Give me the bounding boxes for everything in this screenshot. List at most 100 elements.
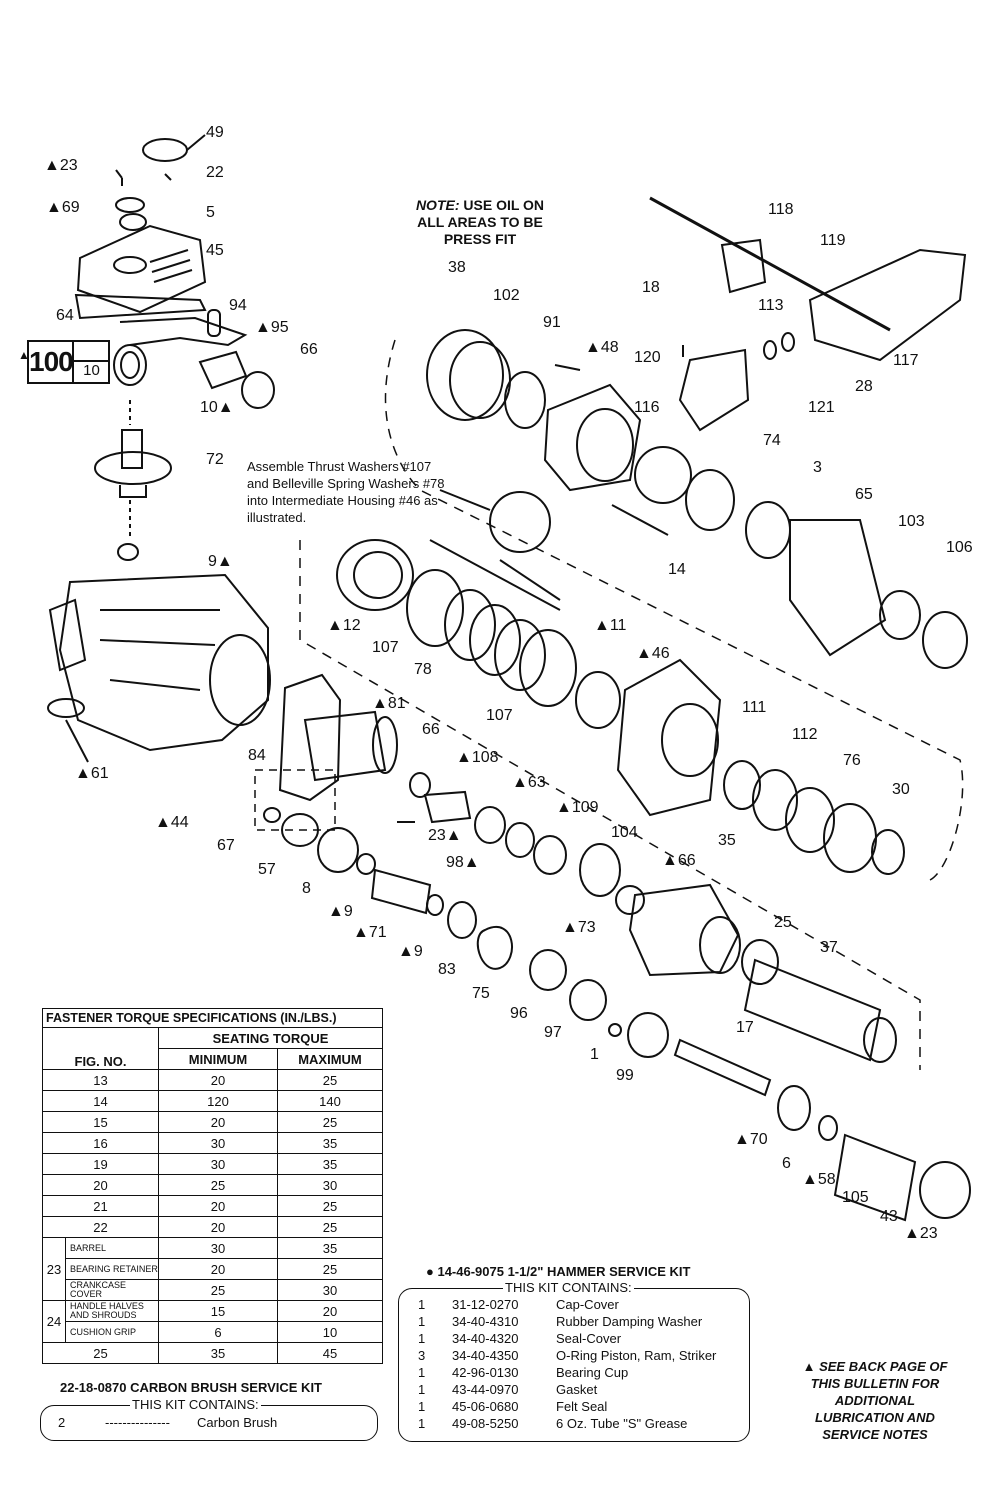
callout: ▲109	[556, 799, 599, 816]
callout: 107	[372, 639, 399, 656]
fig-no-header: FIG. NO.	[42, 1027, 159, 1070]
press-fit-note: NOTE: USE OIL ON ALL AREAS TO BE PRESS F…	[410, 197, 550, 248]
callout: 72	[206, 451, 224, 468]
hammer-kit-title: ● 14-46-9075 1-1/2" HAMMER SERVICE KIT	[426, 1264, 691, 1279]
callout: 6	[782, 1155, 791, 1172]
part-96	[529, 949, 567, 991]
brush-kit-title: 22-18-0870 CARBON BRUSH SERVICE KIT	[60, 1380, 322, 1395]
callout: 96	[510, 1005, 528, 1022]
callout: 23▲	[428, 827, 462, 844]
part-9-bearing	[117, 543, 139, 561]
part-117-handle	[808, 248, 967, 362]
part-94-pin	[207, 309, 221, 337]
callout: 66	[300, 341, 318, 358]
part-104	[579, 843, 621, 897]
callout: 112	[792, 726, 818, 743]
maximum-header: MAXIMUM	[277, 1048, 383, 1070]
callout: 76	[843, 752, 861, 769]
part-72-gear	[94, 451, 172, 485]
callout: 49	[206, 124, 224, 141]
callout: 104	[611, 824, 638, 841]
note-text: USE OIL ON ALL AREAS TO BE PRESS FIT	[417, 197, 545, 247]
callout: 30	[892, 781, 910, 798]
list-item: 2 --------------- Carbon Brush	[58, 1415, 278, 1430]
kit-reference-box: ▲ 100 10	[18, 340, 110, 384]
callout: 94	[229, 297, 247, 314]
callout: 116	[634, 399, 660, 416]
part-69-ring	[115, 197, 145, 213]
callout: 35	[718, 832, 736, 849]
part-22-screw	[164, 173, 172, 181]
part-44-gearcase	[58, 573, 269, 752]
part-73-gear	[628, 883, 740, 977]
callout: 75	[472, 985, 490, 1002]
part-66-oring-b	[409, 772, 431, 798]
callout: 8	[302, 880, 311, 897]
callout: 67	[217, 837, 235, 854]
callout: 43	[880, 1208, 898, 1225]
callout: ▲66	[662, 852, 696, 869]
callout: ▲108	[456, 749, 499, 766]
part-35-ring	[723, 760, 761, 810]
kit-main-number: 100	[27, 340, 74, 384]
callout: 99	[616, 1067, 634, 1084]
callout: 106	[946, 539, 973, 556]
hammer-kit-contains: THIS KIT CONTAINS:	[503, 1280, 634, 1295]
part-111	[752, 769, 798, 831]
callout: 102	[493, 287, 520, 304]
callout: 117	[893, 352, 919, 369]
callout: ▲63	[512, 774, 546, 791]
callout: 18	[642, 279, 660, 296]
callout: ▲12	[327, 617, 361, 634]
callout: 74	[763, 432, 781, 449]
callout: 120	[634, 349, 661, 366]
callout: 3	[813, 459, 822, 476]
callout: 107	[486, 707, 513, 724]
callout: 97	[544, 1024, 562, 1041]
part-112	[785, 787, 835, 853]
callout: ▲23	[904, 1225, 938, 1242]
minimum-header: MINIMUM	[158, 1048, 278, 1070]
part-75-spring	[476, 926, 513, 970]
part-70-spindle	[673, 1038, 772, 1097]
part-71-shaft	[370, 868, 432, 915]
part-103	[879, 590, 921, 640]
seating-torque-header: SEATING TORQUE	[158, 1027, 383, 1049]
part-107-washer	[406, 569, 464, 647]
part-118-gauge	[720, 238, 767, 294]
part-74	[685, 469, 735, 531]
callout: ▲9	[398, 943, 423, 960]
part-84-gasket	[278, 673, 342, 802]
callout: 84	[248, 747, 266, 764]
part-45-cover	[76, 224, 207, 314]
part-107-washer-b	[519, 629, 577, 707]
callout: ▲23	[44, 157, 78, 174]
part-105-sleeve	[833, 1133, 917, 1222]
callout: ▲69	[46, 199, 80, 216]
part-95-piston	[198, 350, 248, 390]
part-30-ring	[871, 829, 905, 875]
thrust-washer-note: Assemble Thrust Washers #107 and Bellevi…	[247, 459, 445, 525]
note-label: NOTE:	[415, 197, 460, 213]
part-46-housing	[616, 658, 722, 817]
part-11-bearing	[575, 671, 621, 729]
callout: 64	[56, 307, 74, 324]
torque-spec-table: FASTENER TORQUE SPECIFICATIONS (IN./LBS.…	[42, 1008, 383, 1364]
part-97	[569, 979, 607, 1021]
part-8-bearing	[317, 827, 359, 873]
callout: 103	[898, 513, 925, 530]
callout: ▲11	[594, 617, 627, 634]
callout: 105	[842, 1189, 869, 1206]
